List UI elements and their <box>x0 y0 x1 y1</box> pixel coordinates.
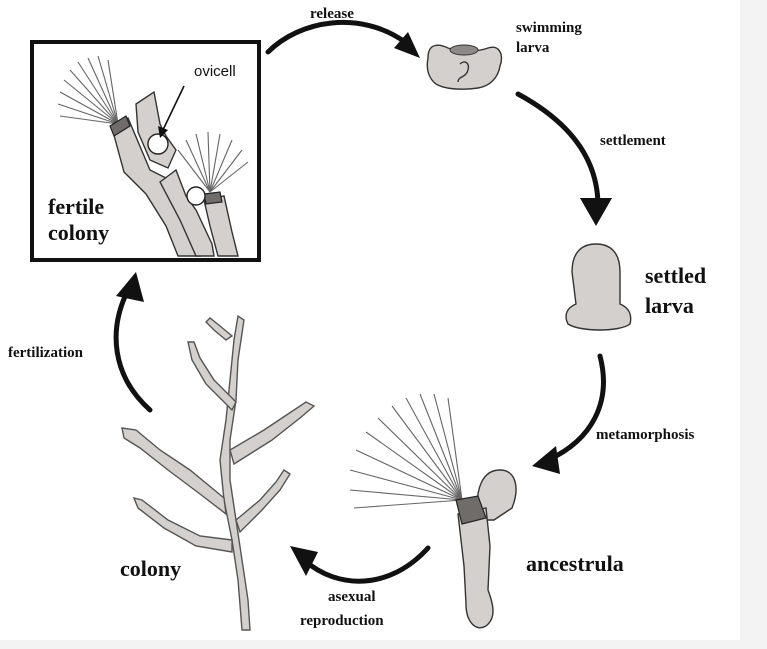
swimming-larva-icon <box>426 44 503 90</box>
tentacle-fan-icon <box>349 393 463 509</box>
fertilization-label: fertilization <box>8 345 84 361</box>
settled-larva-icon <box>565 243 632 331</box>
ancestrula-icon <box>349 393 517 629</box>
settled-larva-label-2: larva <box>645 293 694 318</box>
release-arrow <box>265 20 420 58</box>
tentacle-fan-icon <box>177 131 249 193</box>
asexual-label-2: reproduction <box>300 613 384 629</box>
ovicell-icon <box>147 133 169 155</box>
branching-colony-icon <box>121 314 316 631</box>
ovicell-label: ovicell <box>194 63 236 80</box>
metamorphosis-label: metamorphosis <box>596 427 694 443</box>
ancestrula-label: ancestrula <box>526 551 624 576</box>
colony-label: colony <box>120 556 181 581</box>
asexual-label-1: asexual <box>328 589 376 605</box>
release-label: release <box>310 6 354 22</box>
life-cycle-diagram: ovicell fertile colony release swimming … <box>8 6 706 631</box>
settled-larva-label-1: settled <box>645 263 706 288</box>
fertile-colony-label-1: fertile <box>48 194 104 219</box>
settlement-arrow <box>515 91 612 226</box>
tentacle-fan-icon <box>57 55 119 125</box>
swimming-larva-label-2: larva <box>516 40 550 56</box>
settlement-label: settlement <box>600 133 666 149</box>
asexual-reproduction-arrow <box>290 545 431 584</box>
right-scroll-gutter <box>740 0 767 649</box>
diagram-canvas: ovicell fertile colony release swimming … <box>8 6 707 631</box>
swimming-larva-label-1: swimming <box>516 20 582 36</box>
bottom-gutter <box>0 640 740 649</box>
ovicell-icon <box>186 186 206 206</box>
fertile-colony-label-2: colony <box>48 220 109 245</box>
fertile-colony-panel: ovicell fertile colony <box>30 40 261 262</box>
fertilization-arrow <box>113 272 153 413</box>
metamorphosis-arrow <box>532 353 606 474</box>
